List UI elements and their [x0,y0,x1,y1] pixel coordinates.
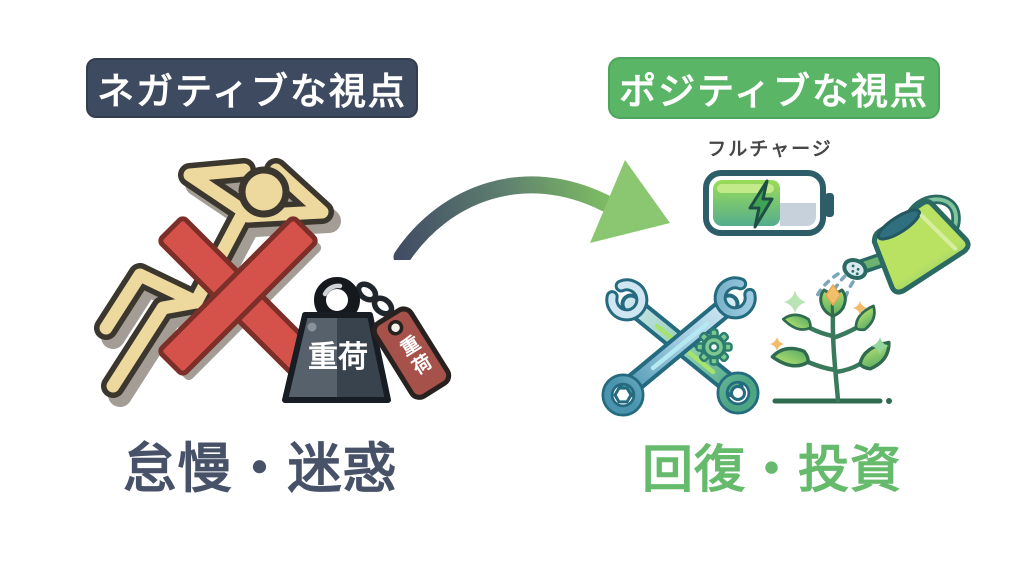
plant-leaves [770,288,891,371]
weight-icon: 重荷 重荷 [282,277,452,403]
arrow-right-icon [393,160,670,260]
tag-icon: 重荷 [371,306,452,400]
battery-full-icon [703,170,834,236]
lightning-icon [748,179,774,229]
crossed-wrenches-icon [601,276,760,417]
negative-header-label: ネガティブな視点 [97,71,407,112]
plant-stem [805,311,863,403]
sparkle-icon [770,290,889,355]
arrow-shaft [393,176,614,260]
can-body [871,199,971,295]
plant-icon [770,283,892,404]
weight-handle-highlight [322,283,343,297]
ground-line [772,398,892,404]
battery-label: フルチャージ [707,139,833,160]
battery-terminal [825,193,834,217]
weight-label: 重荷 [308,341,368,374]
plant-bud [825,283,841,307]
positive-header-label: ポジティブな視点 [619,71,929,112]
weight-body: 重荷 [282,312,391,403]
negative-header-badge: ネガティブな視点 [86,58,418,118]
can-rose [842,258,868,280]
arrow-head [590,160,670,243]
watering-can-icon [815,194,971,310]
gear-icon [695,328,733,366]
negative-caption: 怠慢・迷惑 [122,439,398,499]
wrench-a [601,276,757,417]
positive-caption: 回復・投資 [641,441,902,498]
positive-header-badge: ポジティブな視点 [608,57,940,119]
cross-icon [158,216,322,381]
person-head [238,166,290,218]
